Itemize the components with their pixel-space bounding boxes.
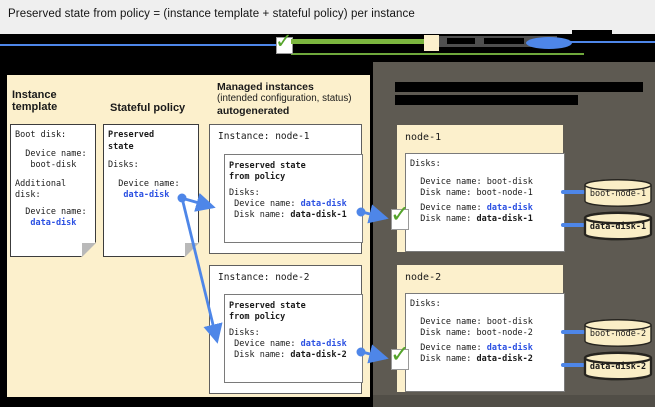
preserved-state-box: Preserved state from policy Disks: Devic… — [224, 294, 363, 383]
spacer — [108, 172, 194, 179]
legend-green-bar — [291, 39, 425, 44]
legend-blue-line-left — [0, 44, 277, 46]
doc-line: Disks: — [108, 160, 139, 170]
stateful-policy-doc: Preserved state Disks: Device name: data… — [103, 124, 199, 257]
disk-icon-data-disk-1: data-disk-1 — [583, 211, 653, 241]
doc-line: Disk name: data-disk-1 — [229, 210, 347, 220]
instance-template-label: Instance template — [12, 89, 58, 113]
legend-instance-pill — [526, 37, 572, 49]
disk-icon-data-disk-2: data-disk-2 — [583, 351, 653, 381]
doc-line-data-disk: data-disk — [15, 218, 77, 228]
legend-green-line — [291, 53, 584, 55]
doc-line: Disks: — [229, 188, 260, 198]
page-fold-icon — [81, 242, 96, 257]
doc-line: Disk name: data-disk-1 — [410, 214, 533, 225]
doc-line: Disk name: data-disk-2 — [410, 354, 533, 365]
vm-zone-panel-footer — [373, 395, 655, 407]
doc-line: Preserved state — [229, 161, 306, 171]
doc-line: from policy — [229, 172, 286, 182]
vm-title: node-1 — [405, 132, 442, 143]
legend-blue-line-right — [558, 41, 655, 43]
doc-line: Device name: — [15, 148, 87, 159]
instance-template-doc: Boot disk: Device name: boot-disk Additi… — [10, 124, 96, 257]
redacted-heading-bar — [395, 95, 578, 105]
stateful-policy-label: Stateful policy — [110, 102, 186, 114]
doc-line: Disks: — [410, 159, 441, 169]
spacer — [108, 153, 194, 160]
legend-template-chip — [424, 35, 439, 51]
doc-line: Disk name: boot-node-2 — [410, 327, 533, 338]
disk-label: data-disk-1 — [589, 222, 647, 232]
check-icon: ✓ — [390, 200, 411, 228]
legend-checkbox — [276, 37, 293, 54]
page-fold-icon — [184, 242, 199, 257]
redacted-heading-bar — [395, 82, 643, 92]
disk-connector-line — [561, 190, 585, 194]
doc-line: Disk name: data-disk-2 — [229, 350, 347, 360]
vm-card-node-2: node-2 Disks: Device name: boot-disk Dis… — [397, 265, 565, 392]
vm-card-node-1: node-1 Disks: Device name: boot-disk Dis… — [397, 125, 565, 252]
doc-line: Device name: data-disk — [410, 343, 533, 354]
disks-box: Disks: Device name: boot-disk Disk name:… — [405, 293, 565, 392]
spacer — [410, 170, 560, 177]
managed-instances-heading: Managed instances (intended configuratio… — [217, 81, 377, 117]
spacer — [15, 172, 91, 179]
match-checkbox — [391, 209, 409, 230]
check-icon: ✓ — [275, 29, 293, 53]
redacted-mark — [447, 38, 475, 44]
disk-connector-line — [561, 363, 585, 367]
disk-connector-line — [561, 330, 585, 334]
disk-label: boot-node-1 — [589, 189, 647, 199]
doc-line: Additional — [15, 178, 67, 189]
doc-line: Device name: data-disk — [410, 203, 533, 214]
doc-line: disk: — [15, 190, 41, 200]
doc-line: Preserved — [108, 130, 155, 140]
spacer — [410, 310, 560, 317]
doc-line: Disk name: boot-node-1 — [410, 187, 533, 198]
disk-icon-boot-node-2: boot-node-2 — [583, 318, 653, 348]
instance-card-node-2: Instance: node-2 Preserved state from po… — [209, 265, 363, 394]
instance-title: Instance: node-2 — [218, 272, 310, 283]
title-bar — [0, 0, 655, 34]
disk-icon-boot-node-1: boot-node-1 — [583, 178, 653, 208]
doc-line: from policy — [229, 312, 286, 322]
disk-label: data-disk-2 — [589, 362, 647, 372]
doc-line: Preserved state — [229, 301, 306, 311]
preserved-state-box: Preserved state from policy Disks: Devic… — [224, 154, 363, 243]
heading-line: (intended configuration, status) — [217, 93, 352, 104]
page-title: Preserved state from policy = (instance … — [8, 8, 415, 20]
doc-line: Device name: data-disk — [229, 199, 347, 209]
heading-line: Managed instances — [217, 81, 314, 93]
doc-line: boot-disk — [15, 160, 77, 170]
doc-line: Device name: boot-disk — [410, 176, 533, 187]
disk-label: boot-node-2 — [589, 329, 647, 339]
doc-line-data-disk: data-disk — [108, 190, 170, 200]
doc-line: Device name: — [108, 178, 180, 189]
doc-line: state — [108, 141, 134, 152]
doc-line: Device name: — [15, 206, 87, 217]
doc-line: Device name: data-disk — [229, 339, 347, 349]
disk-connector-line — [561, 223, 585, 227]
vm-title: node-2 — [405, 272, 442, 283]
match-checkbox — [391, 349, 409, 370]
disks-box: Disks: Device name: boot-disk Disk name:… — [405, 153, 565, 252]
redacted-mark — [484, 38, 524, 44]
doc-line: Boot disk: — [15, 130, 67, 140]
spacer — [15, 142, 91, 149]
redacted-mark — [572, 30, 612, 35]
doc-line: Disks: — [410, 299, 441, 309]
instance-title: Instance: node-1 — [218, 131, 310, 142]
instance-card-node-1: Instance: node-1 Preserved state from po… — [209, 124, 363, 254]
check-icon: ✓ — [390, 340, 411, 368]
doc-line: Disks: — [229, 328, 260, 338]
heading-line: autogenerated — [217, 105, 290, 117]
doc-line: Device name: boot-disk — [410, 316, 533, 327]
